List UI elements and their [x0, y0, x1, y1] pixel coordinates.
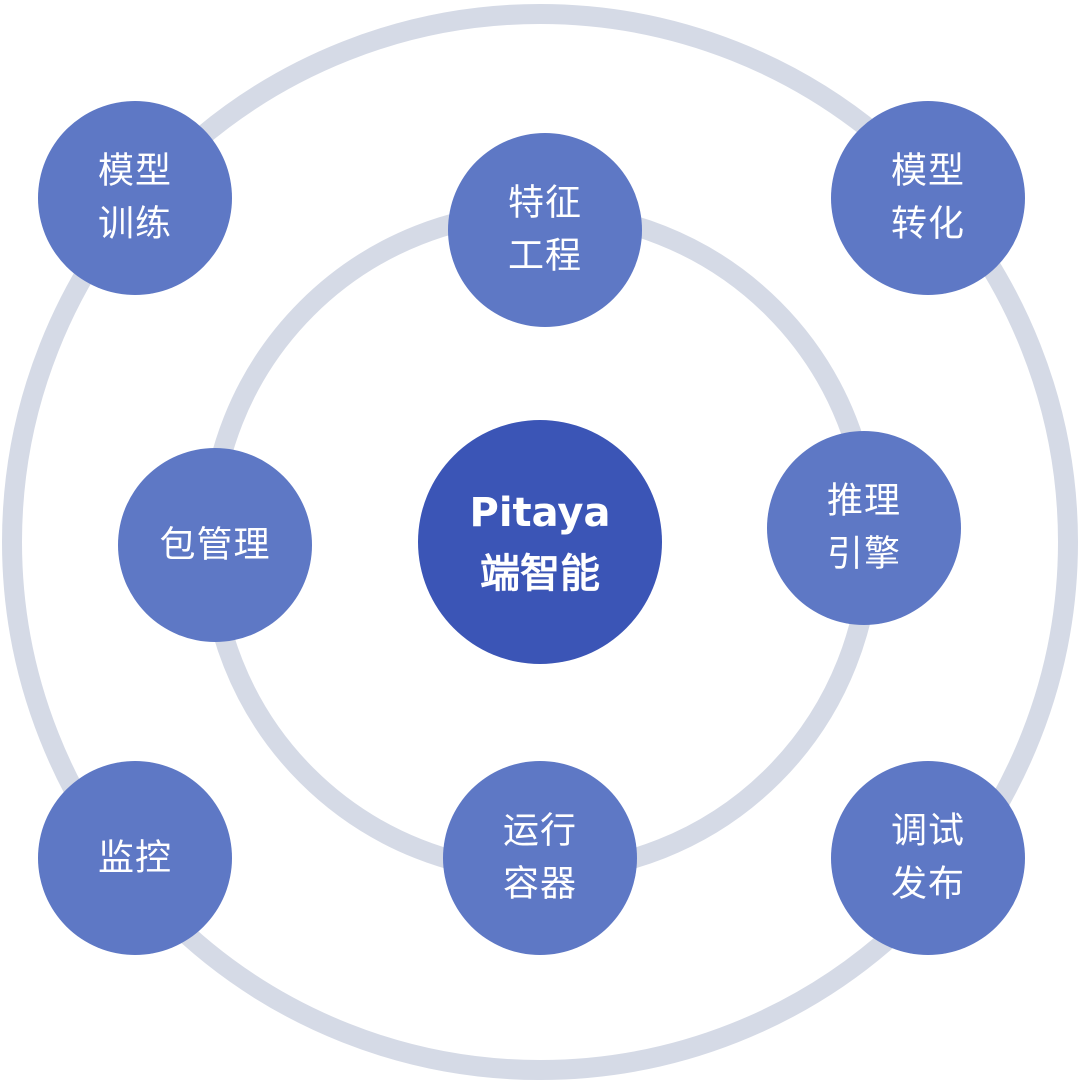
- node-label-line2: 转化: [891, 204, 965, 245]
- node-circle: [118, 448, 312, 642]
- node-label-line2: 发布: [891, 864, 965, 905]
- node-label-line1: 调试: [891, 811, 965, 852]
- node-label-line1: 模型: [98, 151, 172, 192]
- center-subtitle: 端智能: [480, 551, 600, 597]
- node-circle: [38, 101, 232, 295]
- node-package-management[interactable]: 包管理: [118, 448, 312, 642]
- node-circle: [831, 761, 1025, 955]
- node-label-line1: 推理: [827, 481, 901, 522]
- node-circle: [443, 761, 637, 955]
- node-feature-engineering[interactable]: 特征 工程: [448, 133, 642, 327]
- node-label: 包管理: [159, 525, 270, 566]
- node-model-training[interactable]: 模型 训练: [38, 101, 232, 295]
- center-title: Pitaya: [470, 490, 611, 536]
- node-label-line1: 模型: [891, 151, 965, 192]
- node-label-line2: 引擎: [827, 534, 901, 575]
- node-circle: [831, 101, 1025, 295]
- node-label-line1: 运行: [503, 811, 577, 852]
- node-label-line1: 特征: [508, 183, 582, 224]
- node-monitoring[interactable]: 监控: [38, 761, 232, 955]
- center-circle: [418, 420, 662, 664]
- node-model-conversion[interactable]: 模型 转化: [831, 101, 1025, 295]
- node-label: 监控: [98, 838, 172, 879]
- node-label-line2: 工程: [508, 236, 582, 277]
- center-node[interactable]: Pitaya 端智能: [418, 420, 662, 664]
- node-circle: [448, 133, 642, 327]
- node-runtime-container[interactable]: 运行 容器: [443, 761, 637, 955]
- node-circle: [767, 431, 961, 625]
- node-label-line2: 训练: [98, 204, 172, 245]
- node-circle: [38, 761, 232, 955]
- node-inference-engine[interactable]: 推理 引擎: [767, 431, 961, 625]
- outer-ring: [2, 4, 1078, 1080]
- node-debug-release[interactable]: 调试 发布: [831, 761, 1025, 955]
- node-label-line2: 容器: [503, 864, 577, 905]
